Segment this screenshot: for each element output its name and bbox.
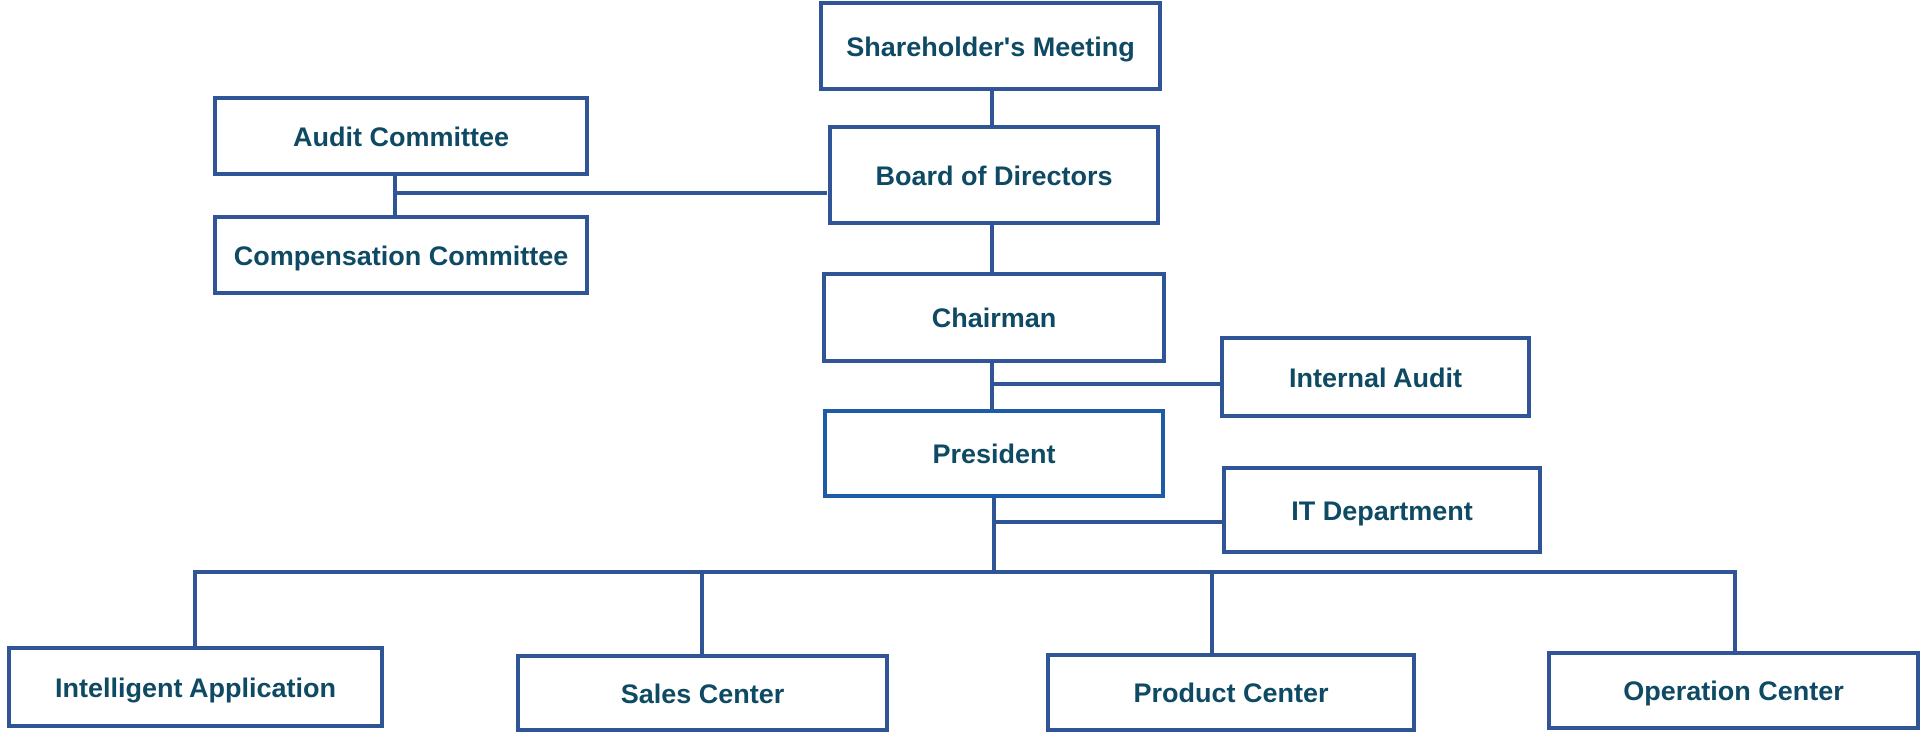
connector-horizontal-bus (193, 570, 1737, 574)
node-label: Product Center (1133, 678, 1329, 708)
node-it-department: IT Department (1222, 466, 1542, 554)
node-label: Intelligent Application (55, 672, 336, 703)
node-label: Shareholder's Meeting (846, 31, 1135, 62)
node-internal-audit: Internal Audit (1220, 336, 1531, 418)
node-label: President (932, 439, 1056, 469)
connector-it-department (994, 520, 1225, 524)
node-sales-center: Sales Center (516, 654, 889, 732)
connector-board-chairman (990, 223, 994, 274)
node-chairman: Chairman (822, 272, 1166, 363)
node-board-of-directors: Board of Directors (828, 125, 1160, 225)
connector-operation-center (1733, 570, 1737, 654)
node-president: President (823, 409, 1165, 498)
connector-sales-center (700, 570, 704, 657)
node-label: Board of Directors (875, 160, 1113, 191)
node-label: IT Department (1291, 495, 1473, 526)
node-shareholders-meeting: Shareholder's Meeting (819, 1, 1162, 91)
connector-shareholders-board (990, 89, 994, 127)
connector-product-center (1210, 570, 1214, 656)
connector-internal-audit (992, 382, 1223, 386)
node-label: Internal Audit (1289, 362, 1462, 393)
node-label: Operation Center (1623, 676, 1844, 706)
connector-president-bus (992, 495, 996, 573)
node-label: Audit Committee (293, 121, 509, 152)
node-intelligent-application: Intelligent Application (7, 646, 384, 728)
node-label: Chairman (931, 303, 1057, 333)
node-audit-committee: Audit Committee (213, 96, 589, 176)
connector-chairman-president (990, 361, 994, 411)
node-label: Sales Center (620, 678, 785, 709)
node-label: Compensation Committee (233, 240, 569, 271)
connector-committees-vertical (393, 174, 397, 218)
node-operation-center: Operation Center (1547, 651, 1920, 730)
node-compensation-committee: Compensation Committee (213, 215, 589, 295)
connector-intelligent-application (193, 570, 197, 649)
node-product-center: Product Center (1046, 653, 1416, 732)
connector-committees-board (395, 191, 827, 195)
